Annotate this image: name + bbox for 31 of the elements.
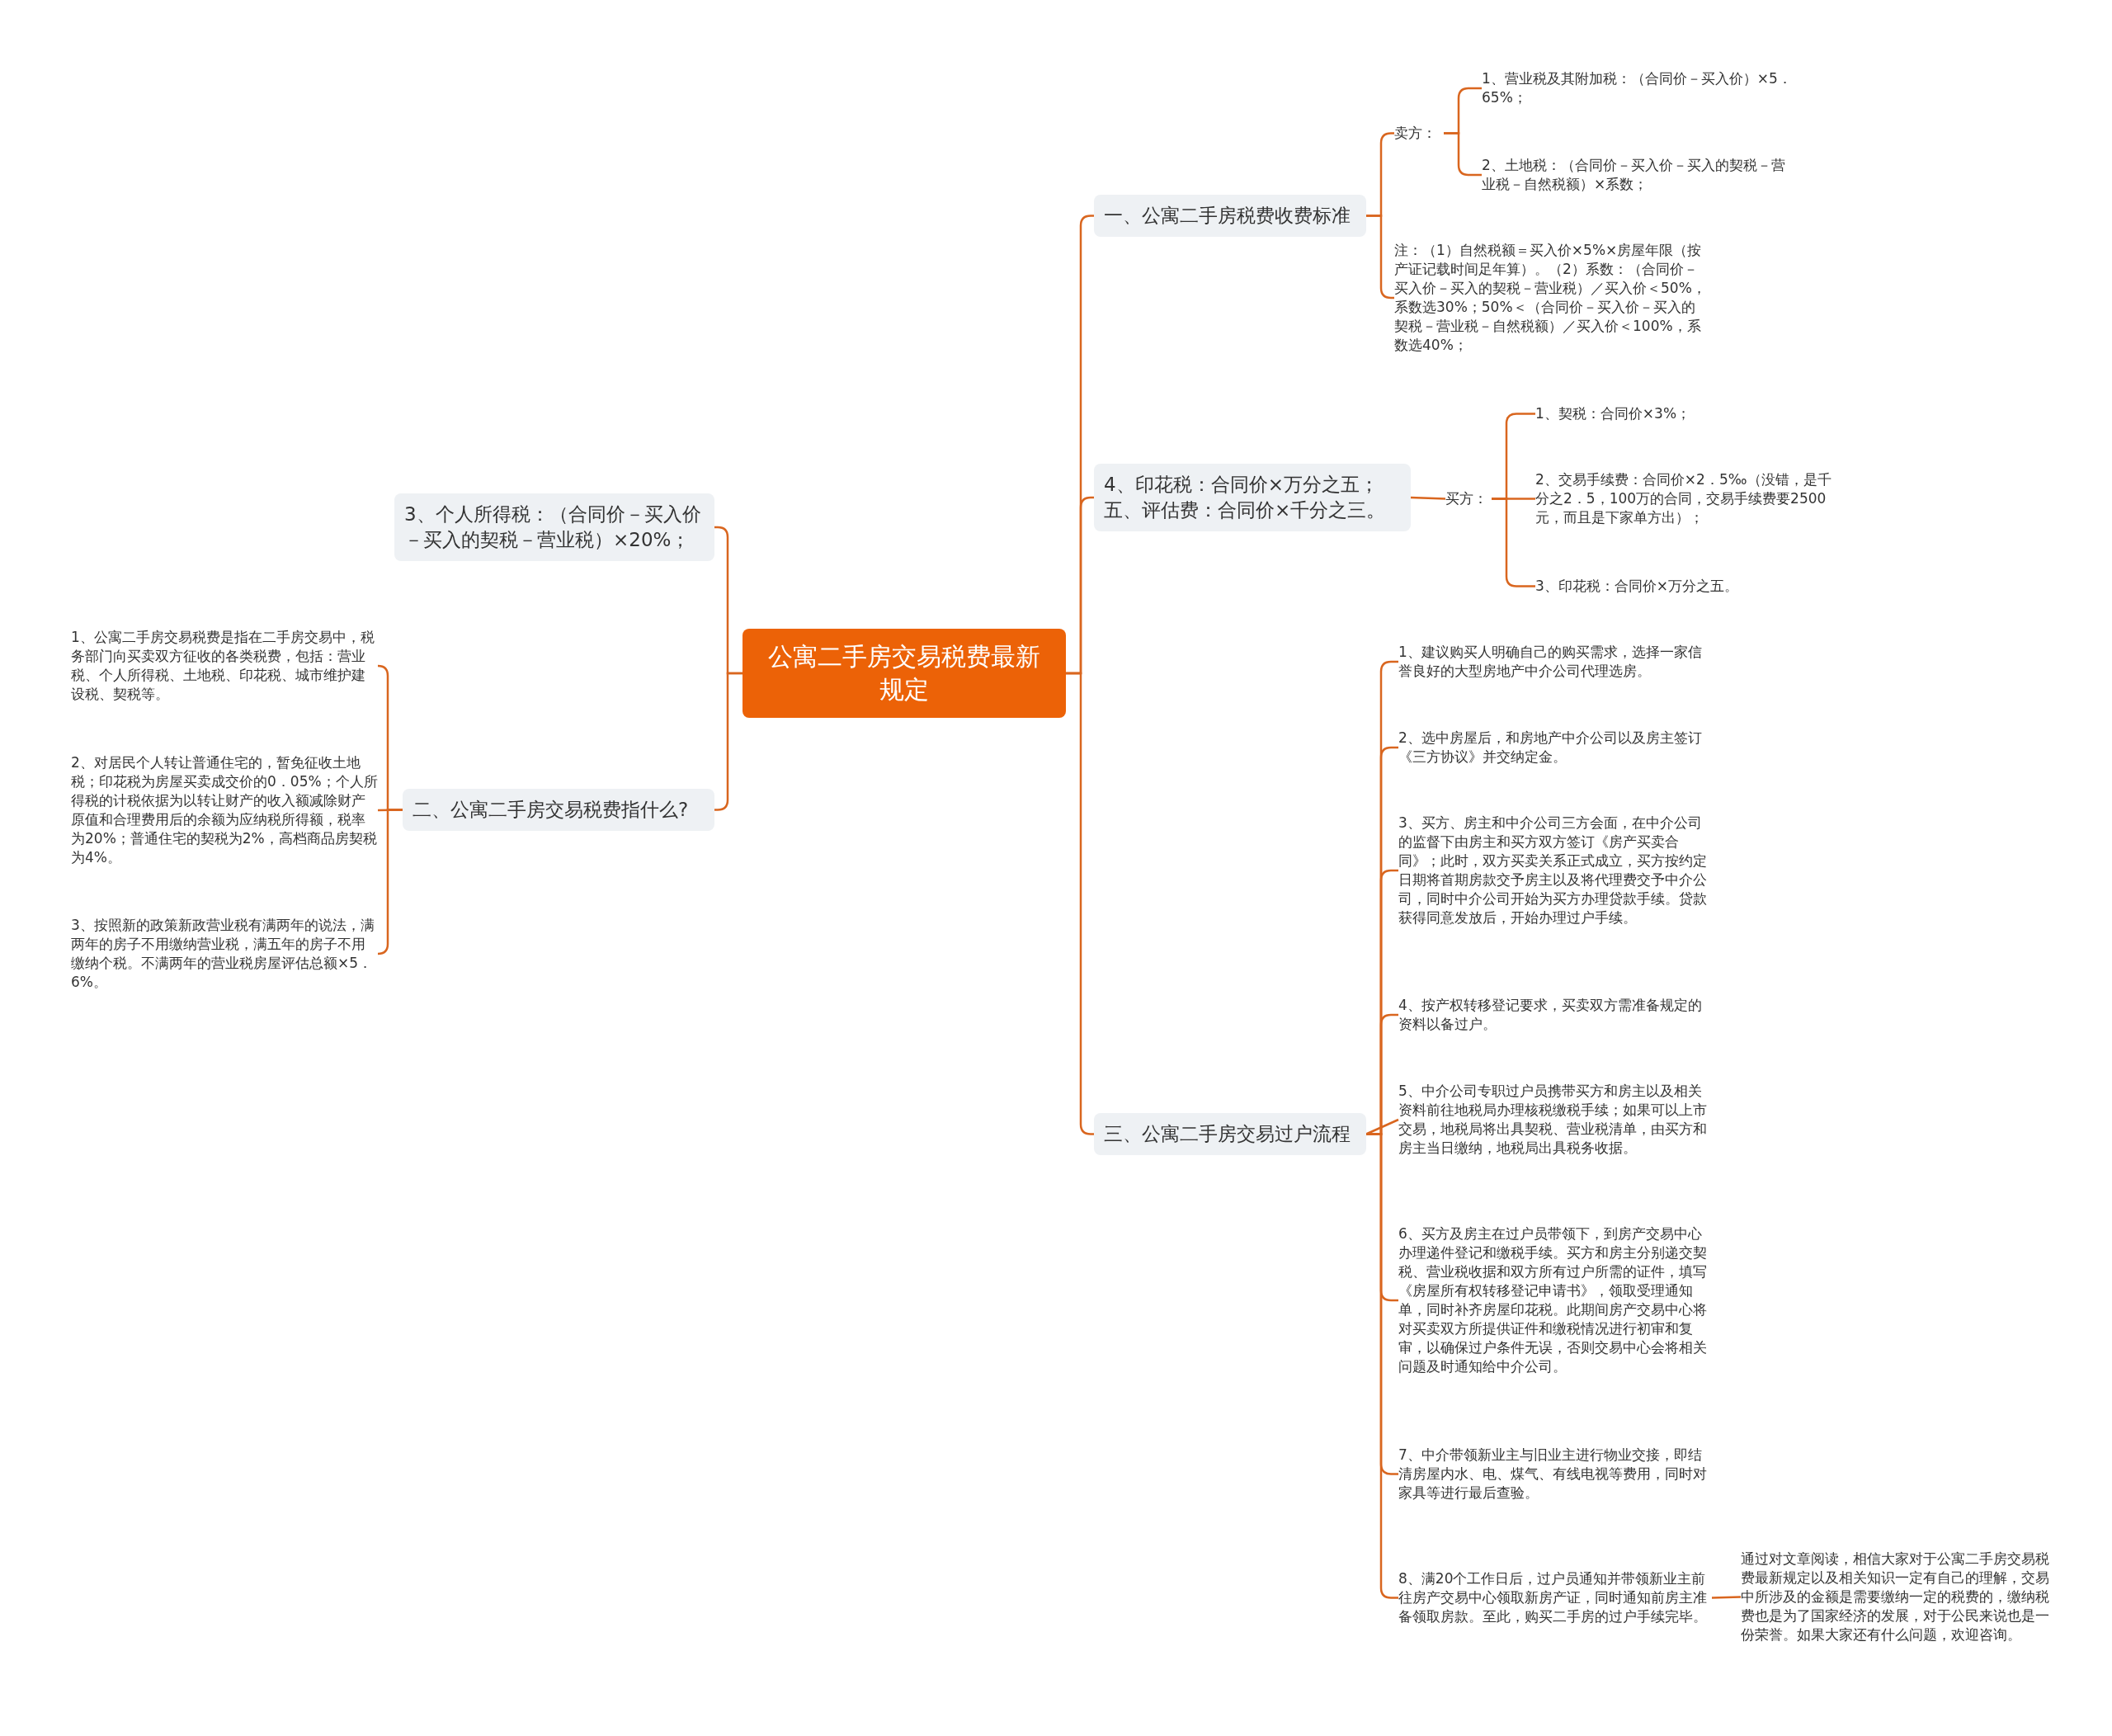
- subtopic-text: 6、买方及房主在过户员带领下，到房产交易中心办理递件登记和缴税手续。买方和房主分别递交契税、营业税收据和双方所有过户所需的证件，填写《房屋所有权转移登记申请书》，领取受理通知单，同时补齐房屋印花税。此期间房产交易中心将对买卖双方所提供证件和缴税情况进行初审和复审，以确保过户条件无误，否则交易中心会将相关问题及时通知给中介公司。: [1398, 1224, 1708, 1376]
- subtopic-text: 2、交易手续费：合同价×2．5‰（没错，是千分之2．5，100万的合同，交易手续费要2500元，而且是下家单方出）；: [1535, 470, 1832, 527]
- connector-line: [1492, 498, 1535, 587]
- topic-box: 三、公寓二手房交易过户流程: [1094, 1113, 1366, 1155]
- subtopic-text: 卖方：: [1394, 124, 1437, 143]
- connector-line: [1365, 1118, 1399, 1135]
- subtopic-text: 1、营业税及其附加税：（合同价－买入价）×5．65%；: [1482, 69, 1793, 107]
- subtopic-text: 7、中介带领新业主与旧业主进行物业交接，即结清房屋内水、电、煤气、有线电视等费用，同时对家具等进行最后查验。: [1398, 1446, 1708, 1502]
- topic-box: 4、印花税：合同价×万分之五；五、评估费：合同价×千分之三。: [1094, 464, 1411, 531]
- subtopic-text: 2、土地税：（合同价－买入价－买入的契税－营业税－自然税额）×系数；: [1482, 156, 1786, 194]
- subtopic-text: 4、按产权转移登记要求，买卖双方需准备规定的资料以备过户。: [1398, 996, 1703, 1034]
- subtopic-text: 3、买方、房主和中介公司三方会面，在中介公司的监督下由房主和买方双方签订《房产买卖合同》；此时，双方买卖关系正式成立，买方按约定日期将首期房款交予房主以及将代理费交予中介公司，同时中介公司开始为买方办理贷款手续。贷款获得同意发放后，开始办理过户手续。: [1398, 814, 1708, 927]
- subtopic-text: 5、中介公司专职过户员携带买方和房主以及相关资料前往地税局办理核税缴税手续；如果可以上市交易，地税局将出具契税、营业税清单，由买方和房主当日缴纳，地税局出具税务收据。: [1398, 1082, 1708, 1158]
- subtopic-text: 注：（1）自然税额＝买入价×5%×房屋年限（按产证记载时间足年算）。（2）系数：（合同价－买入价－买入的契税－营业税）／买入价＜50%，系数选30%；50%＜（合同价－买入价－买入的契税－营业税－自然税额）／买入价＜100%，系数选40%；: [1394, 241, 1707, 355]
- topic-box: 一、公寓二手房税费收费标准: [1094, 195, 1366, 237]
- topic-box: 3、个人所得税：（合同价－买入价－买入的契税－营业税）×20%；: [394, 493, 714, 561]
- subtopic-text: 买方：: [1445, 489, 1488, 508]
- subtopic-text: 1、契税：合同价×3%；: [1535, 404, 1692, 423]
- subtopic-text: 3、按照新的政策新政营业税有满两年的说法，满两年的房子不用缴纳营业税，满五年的房子不用缴纳个税。不满两年的营业税房屋评估总额×5．6%。: [71, 916, 375, 992]
- topic-box: 二、公寓二手房交易税费指什么?: [403, 789, 714, 831]
- connector-line: [1711, 1596, 1742, 1599]
- central-topic: 公寓二手房交易税费最新规定: [742, 629, 1066, 718]
- subtopic-text: 通过对文章阅读，相信大家对于公寓二手房交易税费最新规定以及相关知识一定有自己的理解，交易中所涉及的金额是需要缴纳一定的税费的，缴纳税费也是为了国家经济的发展，对于公民来说也是一份荣誉。如果大家还有什么问题，欢迎咨询。: [1741, 1550, 2050, 1644]
- connector-line: [376, 809, 403, 955]
- subtopic-text: 1、建议购买人明确自己的购买需求，选择一家信誉良好的大型房地产中介公司代理选房。: [1398, 643, 1703, 681]
- subtopic-text: 2、对居民个人转让普通住宅的，暂免征收土地税；印花税为房屋买卖成交价的0．05%；个人所得税的计税依据为以转让财产的收入额减除财产原值和合理费用后的余额为应纳税所得额，税率为20%；普通住宅的契税为2%，高档商品房契税为4%。: [71, 753, 378, 867]
- subtopic-text: 2、选中房屋后，和房地产中介公司以及房主签订《三方协议》并交纳定金。: [1398, 729, 1703, 767]
- subtopic-text: 3、印花税：合同价×万分之五。: [1535, 577, 1740, 596]
- connector-line: [1410, 496, 1446, 500]
- subtopic-text: 1、公寓二手房交易税费是指在二手房交易中，税务部门向买卖双方征收的各类税费，包括：营业税、个人所得税、土地税、印花税、城市维护建设税、契税等。: [71, 628, 375, 704]
- subtopic-text: 8、满20个工作日后，过户员通知并带领新业主前往房产交易中心领取新房产证，同时通知前房主准备领取房款。至此，购买二手房的过户手续完毕。: [1398, 1569, 1708, 1626]
